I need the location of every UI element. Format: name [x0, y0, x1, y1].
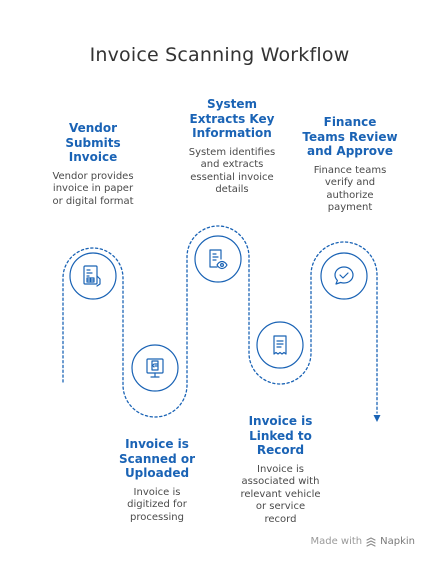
step-5-description: Finance teams verify and authorize payme… [313, 164, 387, 214]
step-3-description: System identifies and extracts essential… [188, 146, 276, 196]
step-3-text: System Extracts Key Information System i… [168, 97, 296, 197]
step-4-description: Invoice is associated with relevant vehi… [240, 463, 321, 525]
made-with-label: Made with [310, 536, 363, 547]
step-circles [69, 235, 368, 392]
step-2-circle [131, 344, 179, 392]
document-list-icon [273, 335, 287, 355]
step-1-description: Vendor provides invoice in paper or digi… [52, 170, 134, 207]
napkin-brand-label: Napkin [380, 536, 415, 547]
step-4-title: Invoice is Linked to Record [248, 414, 313, 457]
step-1-title: Vendor Submits Invoice [65, 121, 121, 164]
step-4-circle [256, 321, 304, 369]
step-5-text: Finance Teams Review and Approve Finance… [295, 115, 405, 215]
step-5-title: Finance Teams Review and Approve [302, 115, 398, 158]
step-3-title: System Extracts Key Information [189, 97, 275, 140]
step-2-description: Invoice is digitized for processing [127, 486, 187, 523]
footer-attribution: Made with Napkin [310, 536, 415, 547]
step-1-circle [69, 252, 117, 300]
arrow-head [373, 415, 381, 422]
step-1-text: Vendor Submits Invoice Vendor provides i… [37, 121, 149, 208]
page-title: Invoice Scanning Workflow [89, 44, 350, 66]
step-3-circle [194, 235, 242, 283]
napkin-logo-icon [366, 536, 376, 547]
scanner-icon [146, 358, 164, 378]
step-4-text: Invoice is Linked to Record Invoice is a… [228, 414, 333, 526]
approval-check-icon [334, 266, 354, 285]
step-2-title: Invoice is Scanned or Uploaded [118, 437, 195, 480]
dotted-serpentine-line [62, 225, 378, 418]
step-2-text: Invoice is Scanned or Uploaded Invoice i… [102, 437, 212, 524]
document-view-icon [209, 249, 228, 270]
step-5-circle [320, 252, 368, 300]
invoice-receipt-icon [83, 265, 101, 287]
